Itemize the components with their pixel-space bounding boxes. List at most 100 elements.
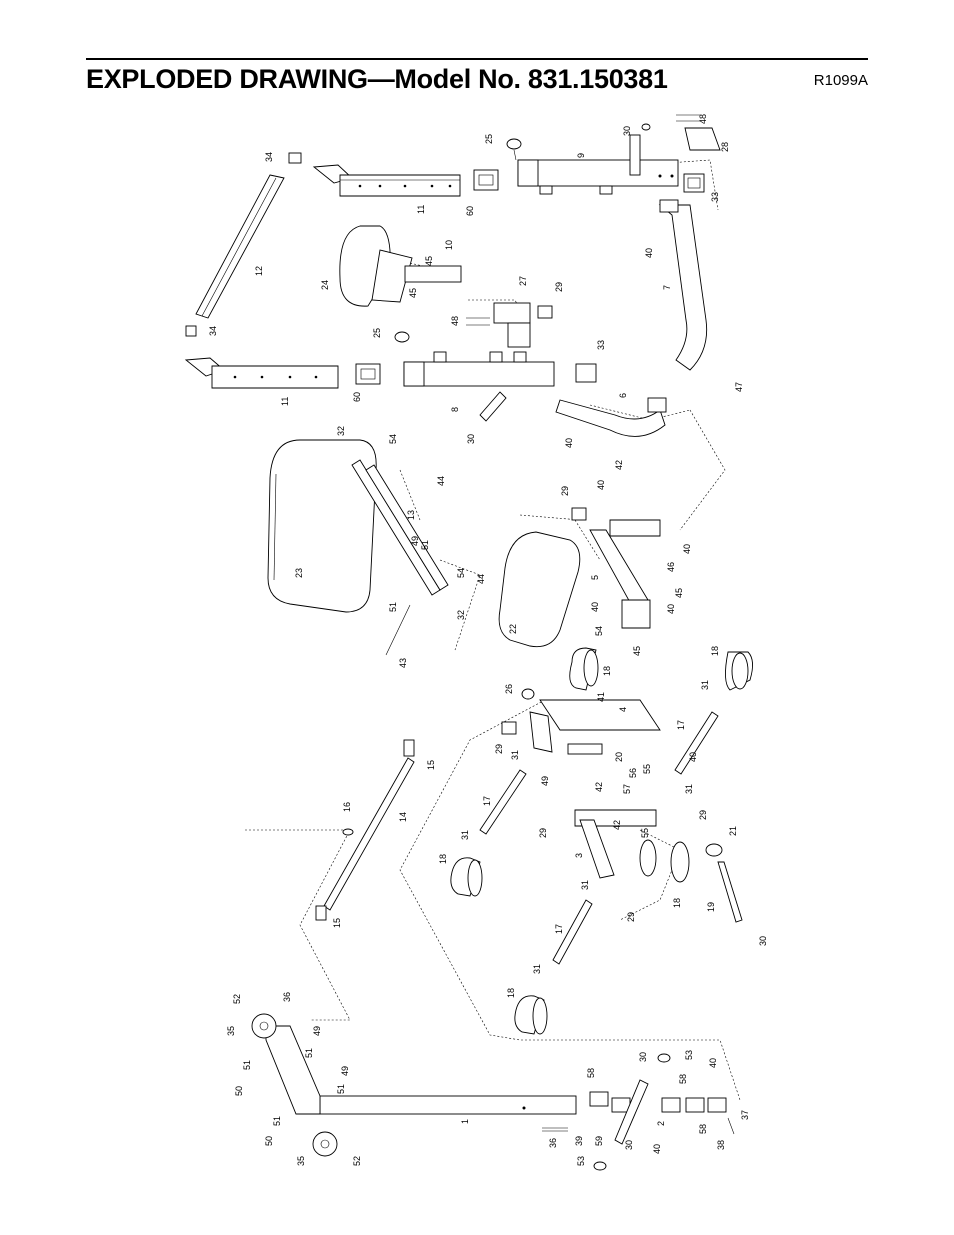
callout-31: 31 [684,784,694,794]
callout-11: 11 [416,205,426,214]
callout-38: 38 [716,1140,726,1150]
callout-36: 36 [282,992,292,1002]
part-34-endcap-top [288,152,302,164]
assembly-guide-lines [245,159,741,1101]
callout-15: 15 [426,760,436,770]
part-38-bolt [727,1117,735,1135]
callout-20: 20 [614,752,624,762]
part-9-tube [517,134,679,195]
callout-40: 40 [590,602,600,612]
part-33-bracket-lower [575,363,597,383]
callout-31: 31 [510,750,520,760]
callout-51: 51 [272,1116,282,1126]
callout-2: 2 [656,1121,666,1126]
callout-27: 27 [518,276,528,286]
part-24-pad [339,225,413,307]
callout-49: 49 [312,1026,322,1036]
callout-34: 34 [264,152,274,162]
part-17-rod-c [552,899,593,965]
callout-57: 57 [622,784,632,794]
callout-29: 29 [538,828,548,838]
callout-25: 25 [372,328,382,338]
callout-37: 37 [740,1110,750,1120]
callout-34: 34 [208,326,218,336]
callout-18: 18 [672,898,682,908]
callout-16: 16 [342,802,352,812]
callout-42: 42 [614,460,624,470]
callout-31: 31 [460,830,470,840]
callout-17: 17 [482,796,492,806]
part-28-bracket [676,114,721,151]
callout-56: 56 [628,768,638,778]
callout-18: 18 [710,646,720,656]
callout-41: 41 [596,692,606,702]
page-title: EXPLODED DRAWING—Model No. 831.150381 [86,64,668,94]
callout-labels: 25 30 48 28 9 33 34 11 60 12 10 45 45 24… [208,114,768,1166]
part-10-tube [404,265,462,283]
callout-17: 17 [676,720,686,730]
callout-29: 29 [560,486,570,496]
callout-18: 18 [506,988,516,998]
part-30-cap-upper [641,123,651,131]
callout-59: 59 [594,1136,604,1146]
callout-26: 26 [504,684,514,694]
part-48-bolts [466,317,490,326]
part-18-roller-a [569,647,599,691]
part-36-pin [542,1127,568,1132]
callout-53: 53 [576,1156,586,1166]
callout-40: 40 [564,438,574,448]
callout-5: 5 [590,575,600,580]
callout-12: 12 [254,266,264,276]
callout-23: 23 [294,568,304,578]
callout-55: 55 [642,764,652,774]
callout-7: 7 [662,285,672,290]
callout-3: 3 [574,853,584,858]
callout-25: 25 [484,134,494,144]
part-30-pin [479,391,507,422]
callout-13: 13 [406,510,416,520]
callout-40: 40 [708,1058,718,1068]
callout-10: 10 [444,240,454,250]
part-18-roller-c [450,857,483,897]
callout-17: 17 [554,924,564,934]
part-18-roller-b [725,651,753,691]
callout-51: 51 [304,1048,314,1058]
callout-58: 58 [586,1068,596,1078]
callout-43: 43 [398,658,408,668]
callout-44: 44 [476,574,486,584]
callout-46: 46 [666,562,676,572]
part-43-pin [385,604,411,656]
drawing-code: R1099A [813,72,868,89]
callout-40: 40 [666,604,676,614]
callout-6: 6 [618,393,628,398]
callout-35: 35 [226,1026,236,1036]
callout-30: 30 [758,936,768,946]
callout-44: 44 [436,476,446,486]
part-5-frame [589,519,661,629]
callout-14: 14 [398,812,408,822]
part-3-frame [574,809,657,879]
callout-30: 30 [466,434,476,444]
callout-51: 51 [336,1084,346,1094]
callout-31: 31 [580,880,590,890]
callout-49: 49 [540,776,550,786]
callout-51: 51 [388,602,398,612]
callout-45: 45 [674,588,684,598]
part-33-bracket-upper [683,173,705,193]
callout-18: 18 [602,666,612,676]
callout-29: 29 [698,810,708,820]
callout-54: 54 [456,568,466,578]
part-11-upper [312,164,461,197]
callout-58: 58 [698,1124,708,1134]
part-60-bracket-lower [355,363,381,385]
part-29-knob-b [571,507,587,521]
callout-4: 4 [618,707,628,712]
callout-21: 21 [728,826,738,836]
callout-54: 54 [388,434,398,444]
callout-18: 18 [438,854,448,864]
callout-1: 1 [460,1119,470,1124]
callout-15: 15 [332,918,342,928]
part-22-pad [498,531,581,648]
callout-40: 40 [688,752,698,762]
